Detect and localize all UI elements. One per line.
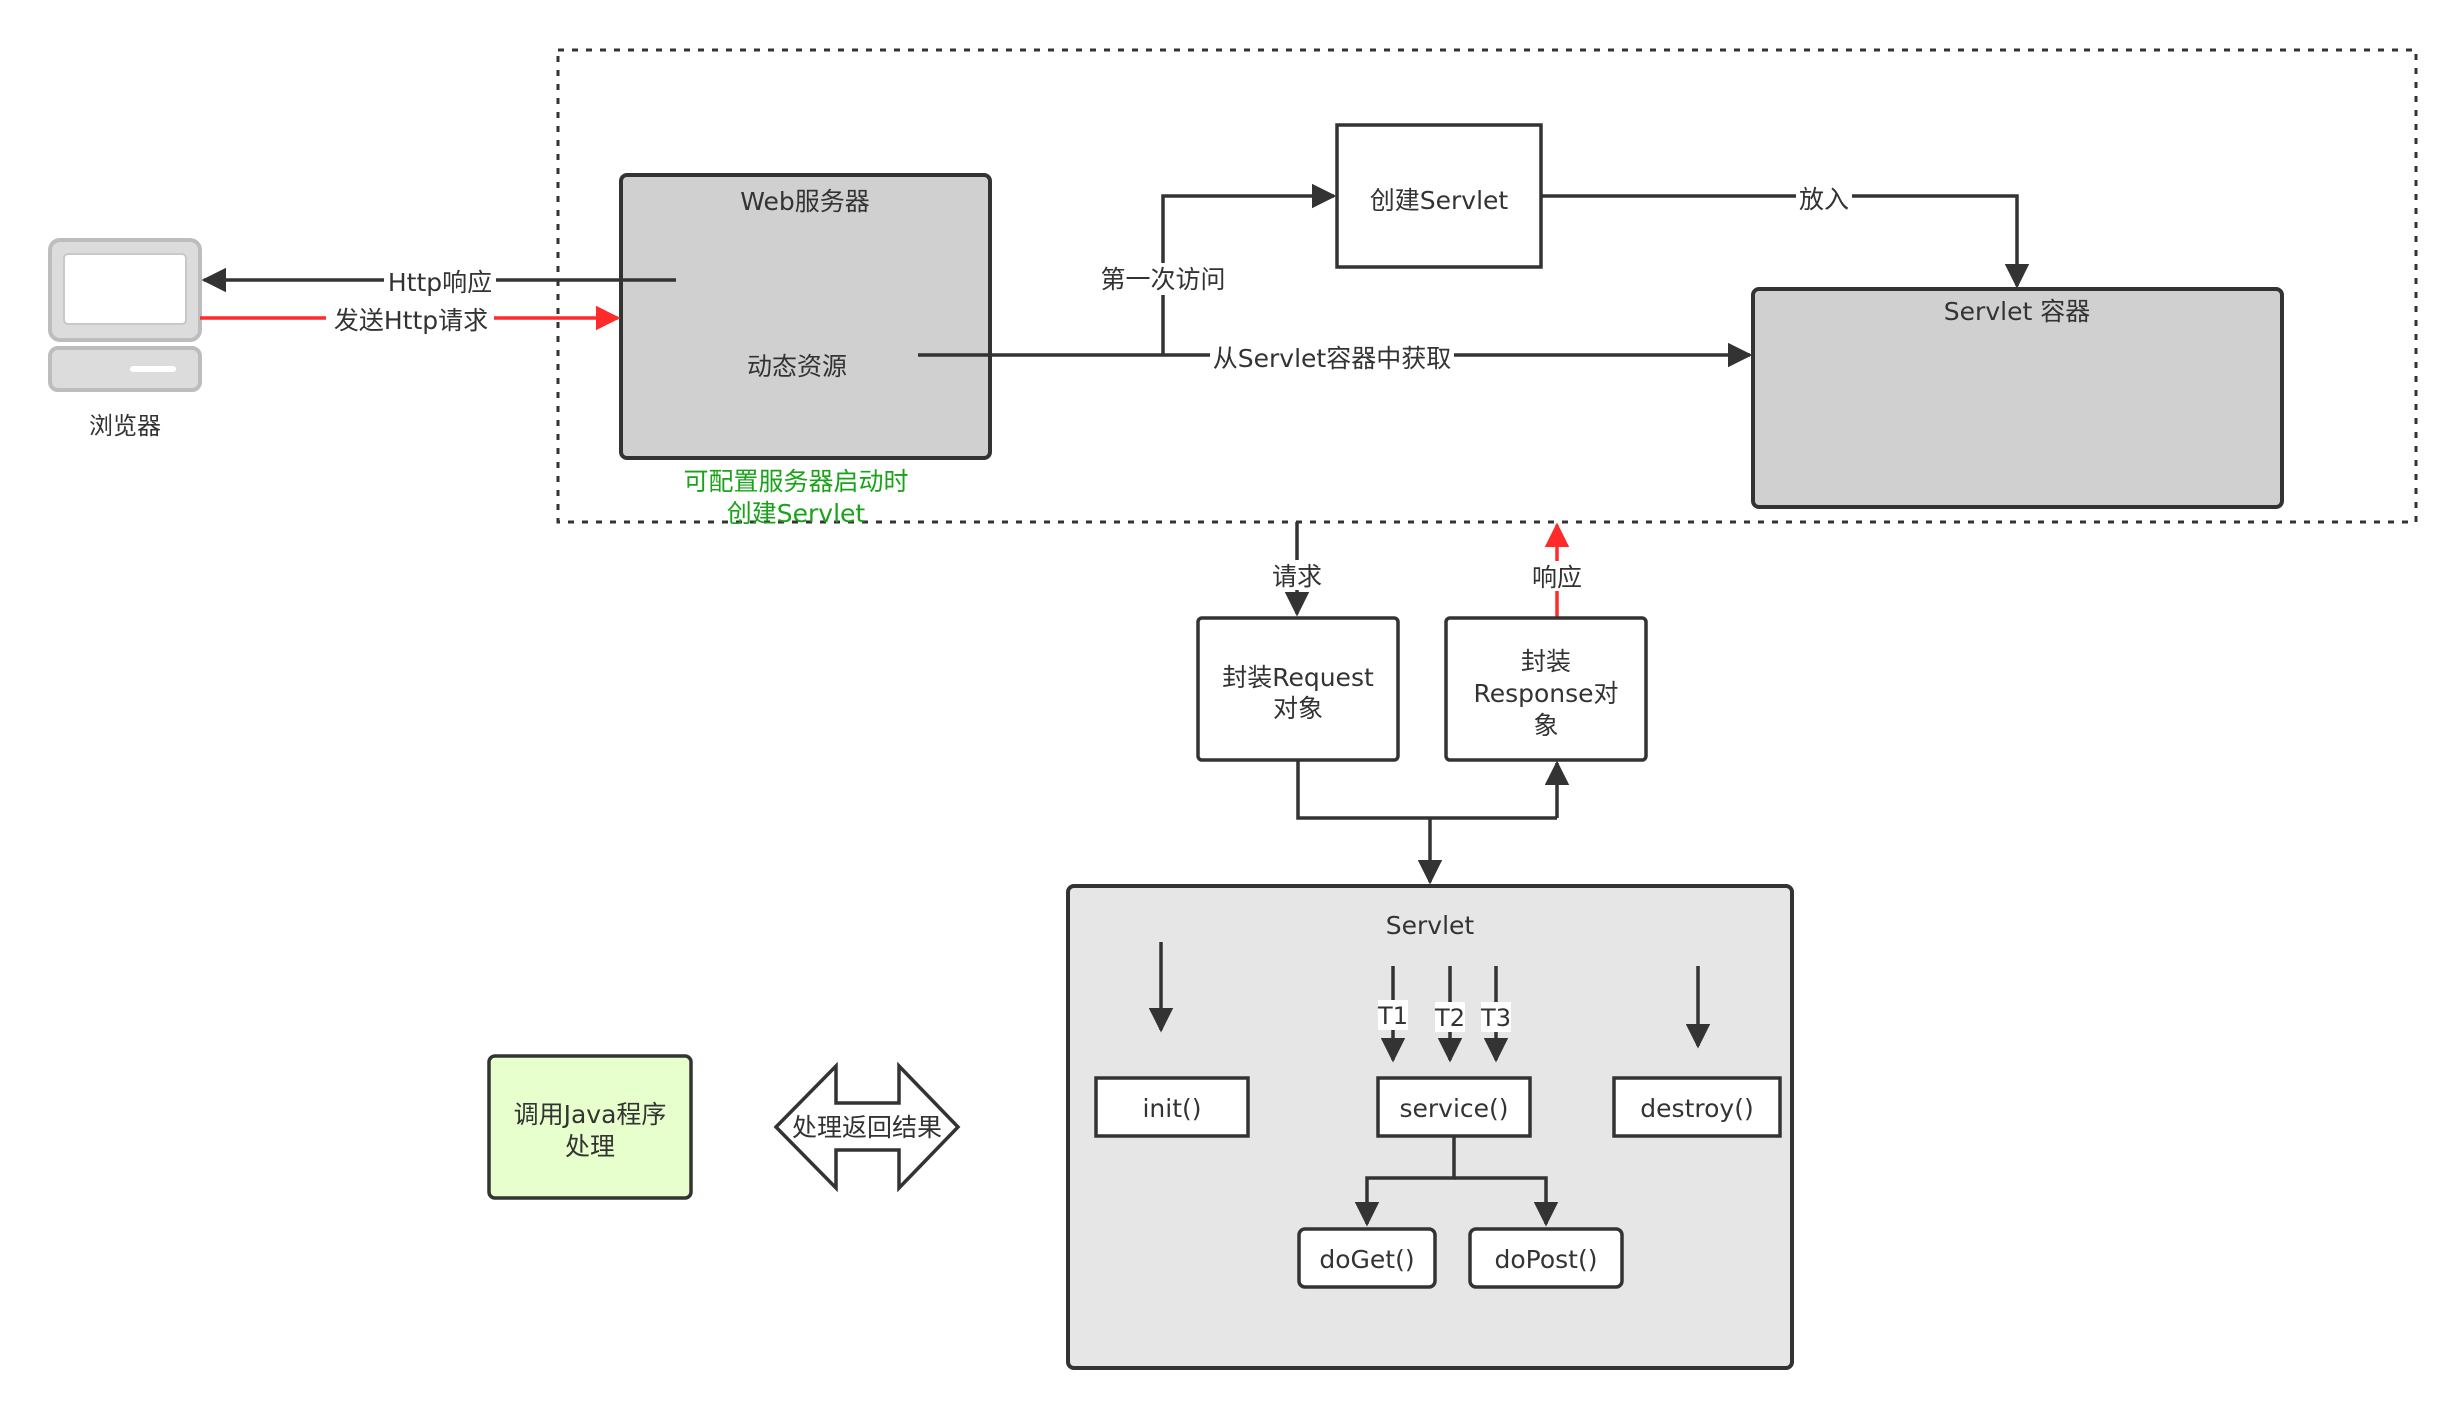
http-response-label: Http响应 [388, 268, 492, 297]
http-request-label: 发送Http请求 [334, 306, 488, 335]
web-server-box [619, 173, 992, 460]
destroy-box [1612, 1076, 1782, 1138]
response-object-line2: Response对 [1473, 679, 1618, 708]
web-server-note-line2: 创建Servlet [727, 499, 866, 528]
dopost-box [1468, 1227, 1624, 1289]
web-server-note-line1: 可配置服务器启动时 [683, 467, 908, 496]
request-servlet-connector [1296, 760, 1557, 820]
init-box [1094, 1076, 1250, 1138]
java-program-line2: 处理 [565, 1132, 615, 1161]
request-label: 请求 [1272, 562, 1322, 591]
dynamic-resource-label: 动态资源 [747, 352, 847, 381]
browser-computer-icon [48, 238, 202, 392]
servlet-title: Servlet [1386, 911, 1475, 940]
thread-t3-label: T3 [1480, 1004, 1511, 1032]
return-result-double-arrow [773, 1061, 961, 1193]
put-in-arrow [1541, 194, 2030, 289]
service-label: service() [1399, 1094, 1508, 1123]
put-in-label: 放入 [1799, 185, 1849, 214]
service-to-dopost-arrow [1454, 1176, 1559, 1227]
get-from-container-label: 从Servlet容器中获取 [1213, 344, 1451, 373]
java-program-line1: 调用Java程序 [514, 1100, 667, 1129]
service-box [1376, 1076, 1532, 1138]
first-visit-arrow [1161, 183, 1337, 355]
browser-label: 浏览器 [89, 412, 161, 440]
first-visit-label: 第一次访问 [1100, 265, 1225, 294]
dopost-label: doPost() [1495, 1245, 1598, 1274]
web-server-title: Web服务器 [740, 187, 870, 216]
response-object-line1: 封装 [1521, 647, 1571, 676]
thread-t2-label: T2 [1434, 1004, 1465, 1032]
servlet-container-title: Servlet 容器 [1944, 297, 2090, 326]
create-servlet-label: 创建Servlet [1370, 186, 1509, 215]
service-split-connector [1354, 1136, 1456, 1227]
create-servlet-box [1335, 123, 1543, 269]
java-program-box [487, 1054, 693, 1200]
doget-box [1297, 1227, 1437, 1289]
doget-label: doGet() [1319, 1245, 1414, 1274]
response-object-box [1444, 616, 1648, 762]
server-boundary [556, 48, 2418, 524]
return-result-label: 处理返回结果 [792, 1113, 942, 1142]
request-object-line1: 封装Request [1222, 663, 1374, 692]
response-label: 响应 [1532, 563, 1582, 592]
request-object-line2: 对象 [1273, 694, 1323, 723]
thread-t1-label: T1 [1377, 1002, 1408, 1030]
init-label: init() [1142, 1094, 1201, 1123]
response-object-line3: 象 [1533, 711, 1558, 740]
destroy-label: destroy() [1640, 1094, 1753, 1123]
servlet-container-box [1751, 287, 2284, 509]
